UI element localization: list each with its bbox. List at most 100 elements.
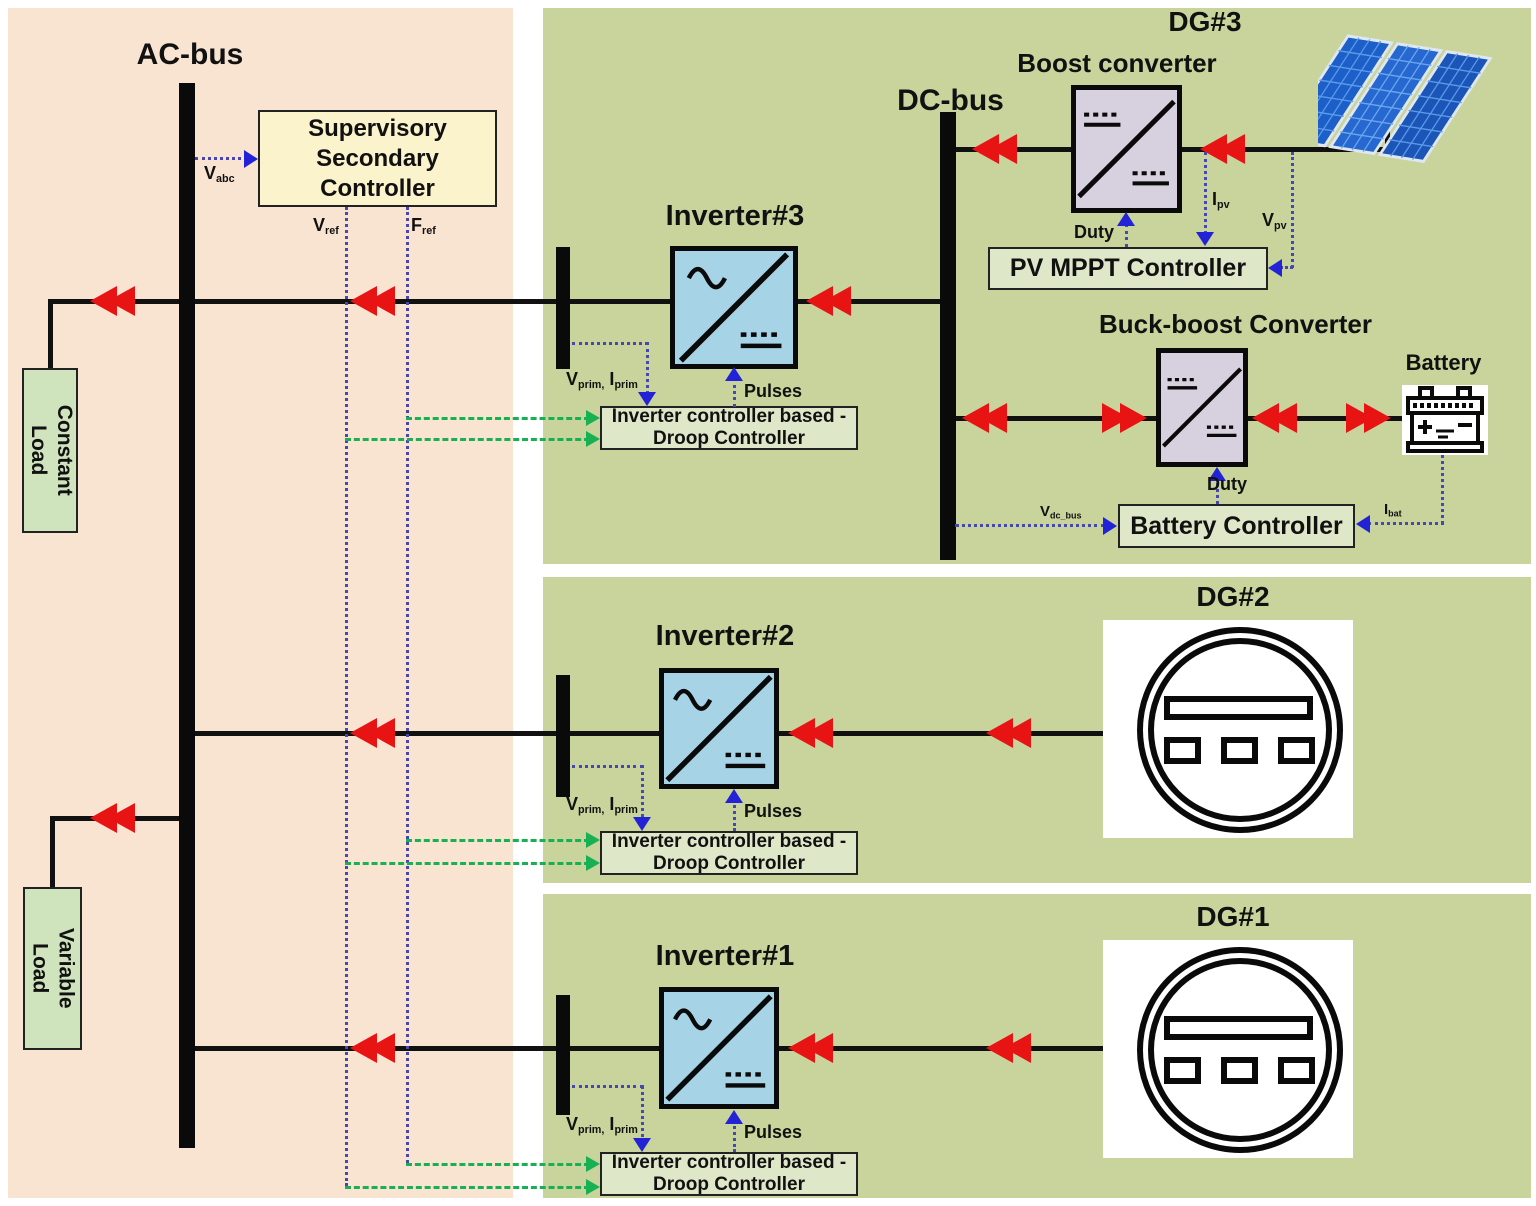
flow-arrow-dg1 (986, 1033, 1031, 1063)
fref-branch-inv2 (406, 839, 590, 842)
vref-branch-inv3 (345, 438, 590, 441)
vref-branch-inv2 (345, 862, 590, 865)
fref-branch-inv1-arrowhead (586, 1156, 600, 1172)
ipv-line (1204, 152, 1207, 234)
ibat-arrowhead (1356, 515, 1370, 533)
vref-branch-inv1 (345, 1186, 590, 1189)
fref-branch-inv3 (406, 417, 590, 420)
boost-converter-box (1071, 85, 1182, 213)
dc-ac-inverter-icon (665, 994, 773, 1102)
droop-controller2-box: Inverter controller based -Droop Control… (600, 831, 858, 875)
droop-controller3-box: Inverter controller based -Droop Control… (600, 406, 858, 450)
vref-branch-inv1-arrowhead (586, 1179, 600, 1195)
pv-mppt-controller-box: PV MPPT Controller (988, 247, 1268, 290)
vabc-label: Vabc (204, 163, 235, 186)
pulses1-line (733, 1121, 736, 1152)
flow-arrow-variable-load (90, 803, 135, 833)
dc-ac-inverter-icon (678, 252, 790, 363)
supervisory-line2: Secondary (316, 144, 439, 172)
dcbus-buck-line (956, 416, 1156, 421)
inverter2-label: Inverter#2 (655, 620, 795, 652)
flow-arrow-inv3-ac (350, 286, 395, 316)
vref-branch-inv2-arrowhead (586, 855, 600, 871)
constant-load-text: Constant Load (26, 405, 76, 496)
flow-arrow-buck-dcbus-left (962, 403, 1007, 433)
pulses1-label: Pulses (744, 1122, 803, 1142)
inverter1-box (659, 987, 779, 1109)
inv2-link-line (570, 731, 661, 736)
flow-arrow-battery-right (1346, 403, 1391, 433)
variable-load-text: Variable Load (28, 928, 78, 1009)
flow-arrow-inv1-mid (788, 1033, 833, 1063)
ibat-line-v (1441, 455, 1444, 524)
duty-buck-arrowhead (1208, 467, 1226, 481)
dg1-label: DG#1 (1196, 901, 1270, 932)
fref-branch-inv2-arrowhead (586, 832, 600, 848)
inv1-coupling-bar (556, 995, 570, 1115)
vprim1-label: Vprim, Iprim (566, 1114, 638, 1137)
flow-arrow-inv3-dc (806, 286, 851, 316)
buck-boost-converter-box (1156, 348, 1248, 467)
ipv-label: Ipv (1212, 189, 1230, 212)
vprim3-arrowhead (638, 392, 656, 406)
vprim2-label: Vprim, Iprim (566, 794, 638, 817)
vdcbus-line (955, 524, 1105, 527)
duty-buck-line (1216, 478, 1219, 504)
vpv-line-v (1291, 152, 1294, 268)
buck-boost-converter-label: Buck-boost Converter (1098, 309, 1373, 339)
vprim2-line-h (572, 765, 643, 768)
pulses3-line (733, 378, 736, 407)
inverter1-label: Inverter#1 (655, 940, 795, 972)
pulses2-arrowhead (725, 789, 743, 803)
inv1-link-line (570, 1046, 661, 1051)
dg3-label: DG#3 (1168, 6, 1242, 37)
constant-load-box: Constant Load (22, 368, 78, 533)
inverter3-label: Inverter#3 (665, 200, 805, 232)
constant-load-drop (48, 299, 53, 369)
duty-boost-line (1125, 224, 1128, 247)
vprim3-line-h (572, 342, 648, 345)
flow-arrow-boost-dcbus (972, 134, 1017, 164)
flow-arrow-inv1-ac (350, 1033, 395, 1063)
fref-signal-line (406, 207, 409, 1163)
ac-bus-bar (179, 83, 195, 1148)
vabc-signal-line (195, 157, 253, 160)
fref-branch-inv3-arrowhead (586, 410, 600, 426)
duty-boost-label: Duty (1074, 222, 1114, 242)
vprim1-line-v (641, 1085, 644, 1145)
duty-buck-label: Duty (1207, 474, 1247, 494)
dg2-label: DG#2 (1196, 581, 1270, 612)
vprim3-line-v (646, 342, 649, 400)
fref-label: Fref (411, 215, 436, 238)
ibat-label: Ibat (1384, 501, 1402, 519)
vdcbus-label: Vdc_bus (1040, 503, 1082, 521)
supervisory-line1: Supervisory (308, 114, 447, 142)
inverter2-box (659, 668, 779, 789)
inv3-coupling-bar (556, 247, 570, 369)
dc-bus-label: DC-bus (897, 84, 1004, 117)
pulses2-line (733, 800, 736, 831)
flow-arrow-dg2 (986, 718, 1031, 748)
ac-bus-label: AC-bus (136, 38, 244, 71)
battery-icon (1406, 386, 1484, 453)
flow-arrow-battery-left (1252, 403, 1297, 433)
variable-load-drop (50, 816, 55, 888)
vpv-arrowhead (1268, 259, 1282, 277)
pulses3-arrowhead (725, 367, 743, 381)
vprim1-line-h (572, 1085, 643, 1088)
battery-label: Battery (1405, 350, 1482, 375)
vref-label: Vref (313, 215, 339, 238)
dc-dc-converter-icon (1162, 367, 1242, 448)
generator-icon (1137, 627, 1343, 833)
battery-controller-box: Battery Controller (1118, 504, 1355, 548)
vprim3-label: Vprim, Iprim (566, 369, 638, 392)
vpv-label: Vpv (1262, 210, 1287, 233)
flow-arrow-constant-load (90, 286, 135, 316)
vprim2-arrowhead (633, 817, 651, 831)
inverter3-box (670, 246, 798, 369)
droop-controller1-box: Inverter controller based -Droop Control… (600, 1152, 858, 1196)
vref-signal-line (345, 207, 348, 1186)
flow-arrow-inv2-mid (788, 718, 833, 748)
buck-battery-line (1248, 416, 1405, 421)
